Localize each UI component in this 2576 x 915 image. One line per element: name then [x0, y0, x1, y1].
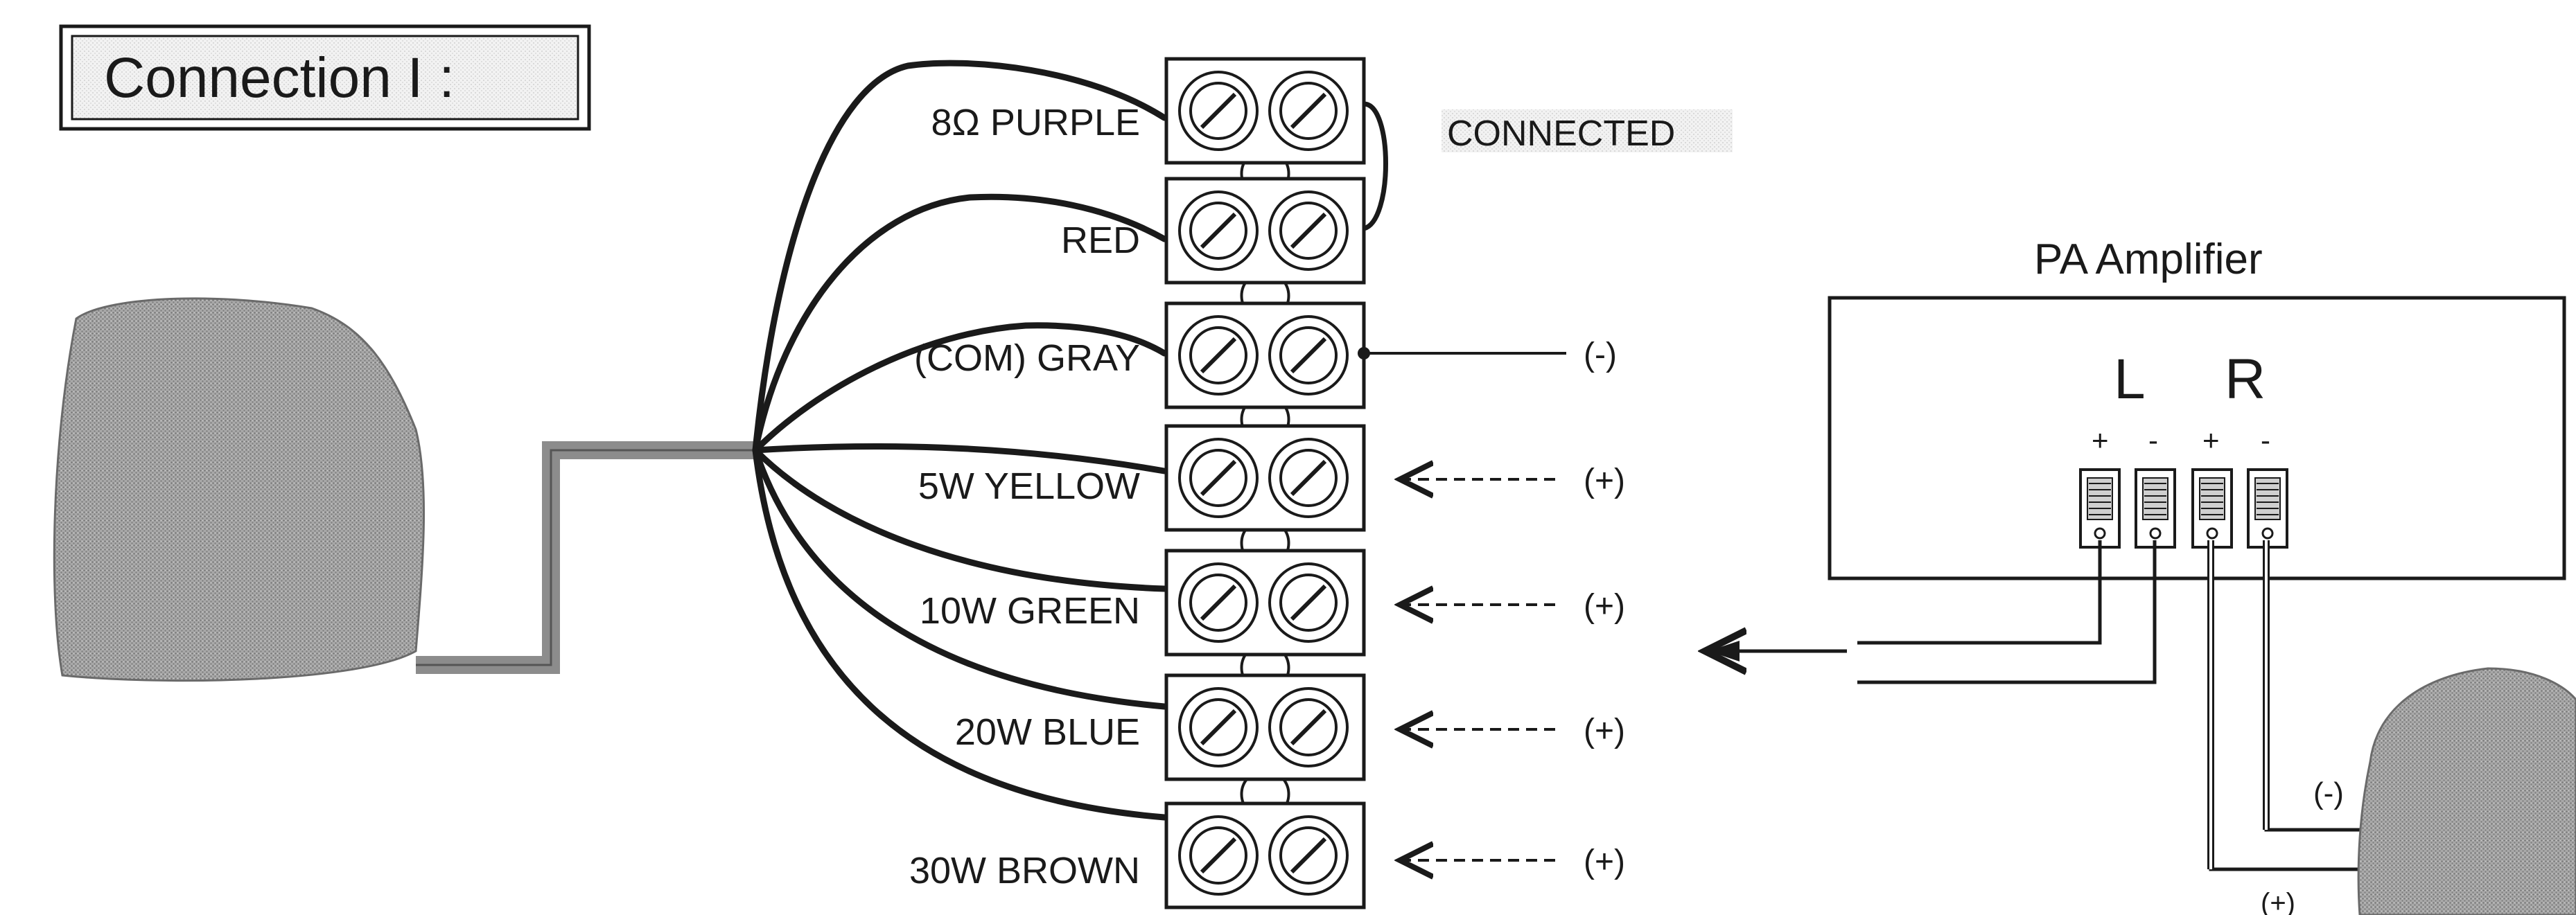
screw-icon [1268, 190, 1349, 271]
fan-wires [752, 60, 1168, 821]
screw-icon [1268, 438, 1349, 518]
screw-icon [1268, 562, 1349, 643]
connected-label: CONNECTED [1447, 114, 1675, 154]
amplifier-jack-icon [2191, 468, 2233, 549]
amplifier-title: PA Amplifier [2034, 236, 2263, 283]
terminal-label-red: RED [1061, 220, 1140, 261]
screw-icon [1268, 315, 1349, 396]
terminal-label-brown: 30W BROWN [909, 850, 1140, 891]
terminal-strip [1164, 57, 1366, 909]
terminal-label-green: 10W GREEN [920, 590, 1140, 632]
amplifier-sign-1: + [2092, 424, 2109, 456]
jumper-wire [1363, 101, 1388, 231]
screw-icon [1268, 815, 1349, 896]
tap-20w-polarity: (+) [1584, 713, 1625, 749]
terminal-label-purple: 8Ω PURPLE [931, 102, 1140, 143]
screw-icon [1178, 315, 1259, 396]
amplifier-sign-3: + [2202, 424, 2220, 456]
terminal-block [1164, 301, 1366, 409]
screw-icon [1178, 687, 1259, 767]
amplifier-leads [1857, 540, 2370, 871]
amplifier-terminals [2079, 468, 2288, 549]
terminal-block [1164, 673, 1366, 781]
pa-amplifier: PA Amplifier L R + - + - [1828, 236, 2566, 580]
screw-icon [1178, 190, 1259, 271]
screw-icon [1268, 71, 1349, 151]
screw-icon [1178, 562, 1259, 643]
com-negative-line: (-) [1358, 337, 1617, 373]
diagram-title: Connection I : [104, 46, 455, 109]
amplifier-jack-icon [2247, 468, 2288, 549]
right-speaker-positive-label: (+) [2261, 888, 2295, 915]
speaker-cable [416, 441, 755, 674]
tap-30w-polarity: (+) [1584, 844, 1625, 880]
tap-10w-polarity: (+) [1584, 588, 1625, 625]
amplifier-sign-2: - [2148, 424, 2158, 456]
amplifier-sign-4: - [2261, 424, 2270, 456]
screw-icon [1178, 71, 1259, 151]
screw-icon [1268, 687, 1349, 767]
screw-icon [1178, 815, 1259, 896]
terminal-block [1164, 801, 1366, 909]
title-box: Connection I : [59, 24, 591, 131]
amplifier-right-channel: R [2225, 348, 2266, 411]
terminal-block [1164, 177, 1366, 285]
amplifier-jack-icon [2079, 468, 2121, 549]
tap-arrows: (+) (+) (+) (+) [1400, 463, 1625, 880]
connected-label-bg [1442, 109, 1733, 152]
right-speaker [2357, 667, 2576, 915]
terminal-label-gray: (COM) GRAY [914, 337, 1140, 379]
right-speaker-negative-label: (-) [2313, 776, 2344, 810]
terminal-block [1164, 549, 1366, 657]
terminal-label-yellow: 5W YELLOW [918, 465, 1140, 507]
terminal-label-blue: 20W BLUE [955, 711, 1140, 753]
com-polarity-label: (-) [1584, 337, 1617, 373]
terminal-block [1164, 57, 1366, 165]
screw-icon [1178, 438, 1259, 518]
terminal-labels: 8Ω PURPLE RED (COM) GRAY 5W YELLOW 10W G… [909, 102, 1140, 891]
amplifier-left-channel: L [2114, 348, 2146, 411]
terminal-block [1164, 424, 1366, 532]
tap-5w-polarity: (+) [1584, 463, 1625, 499]
amplifier-jack-icon [2135, 468, 2176, 549]
left-speaker [53, 297, 426, 682]
